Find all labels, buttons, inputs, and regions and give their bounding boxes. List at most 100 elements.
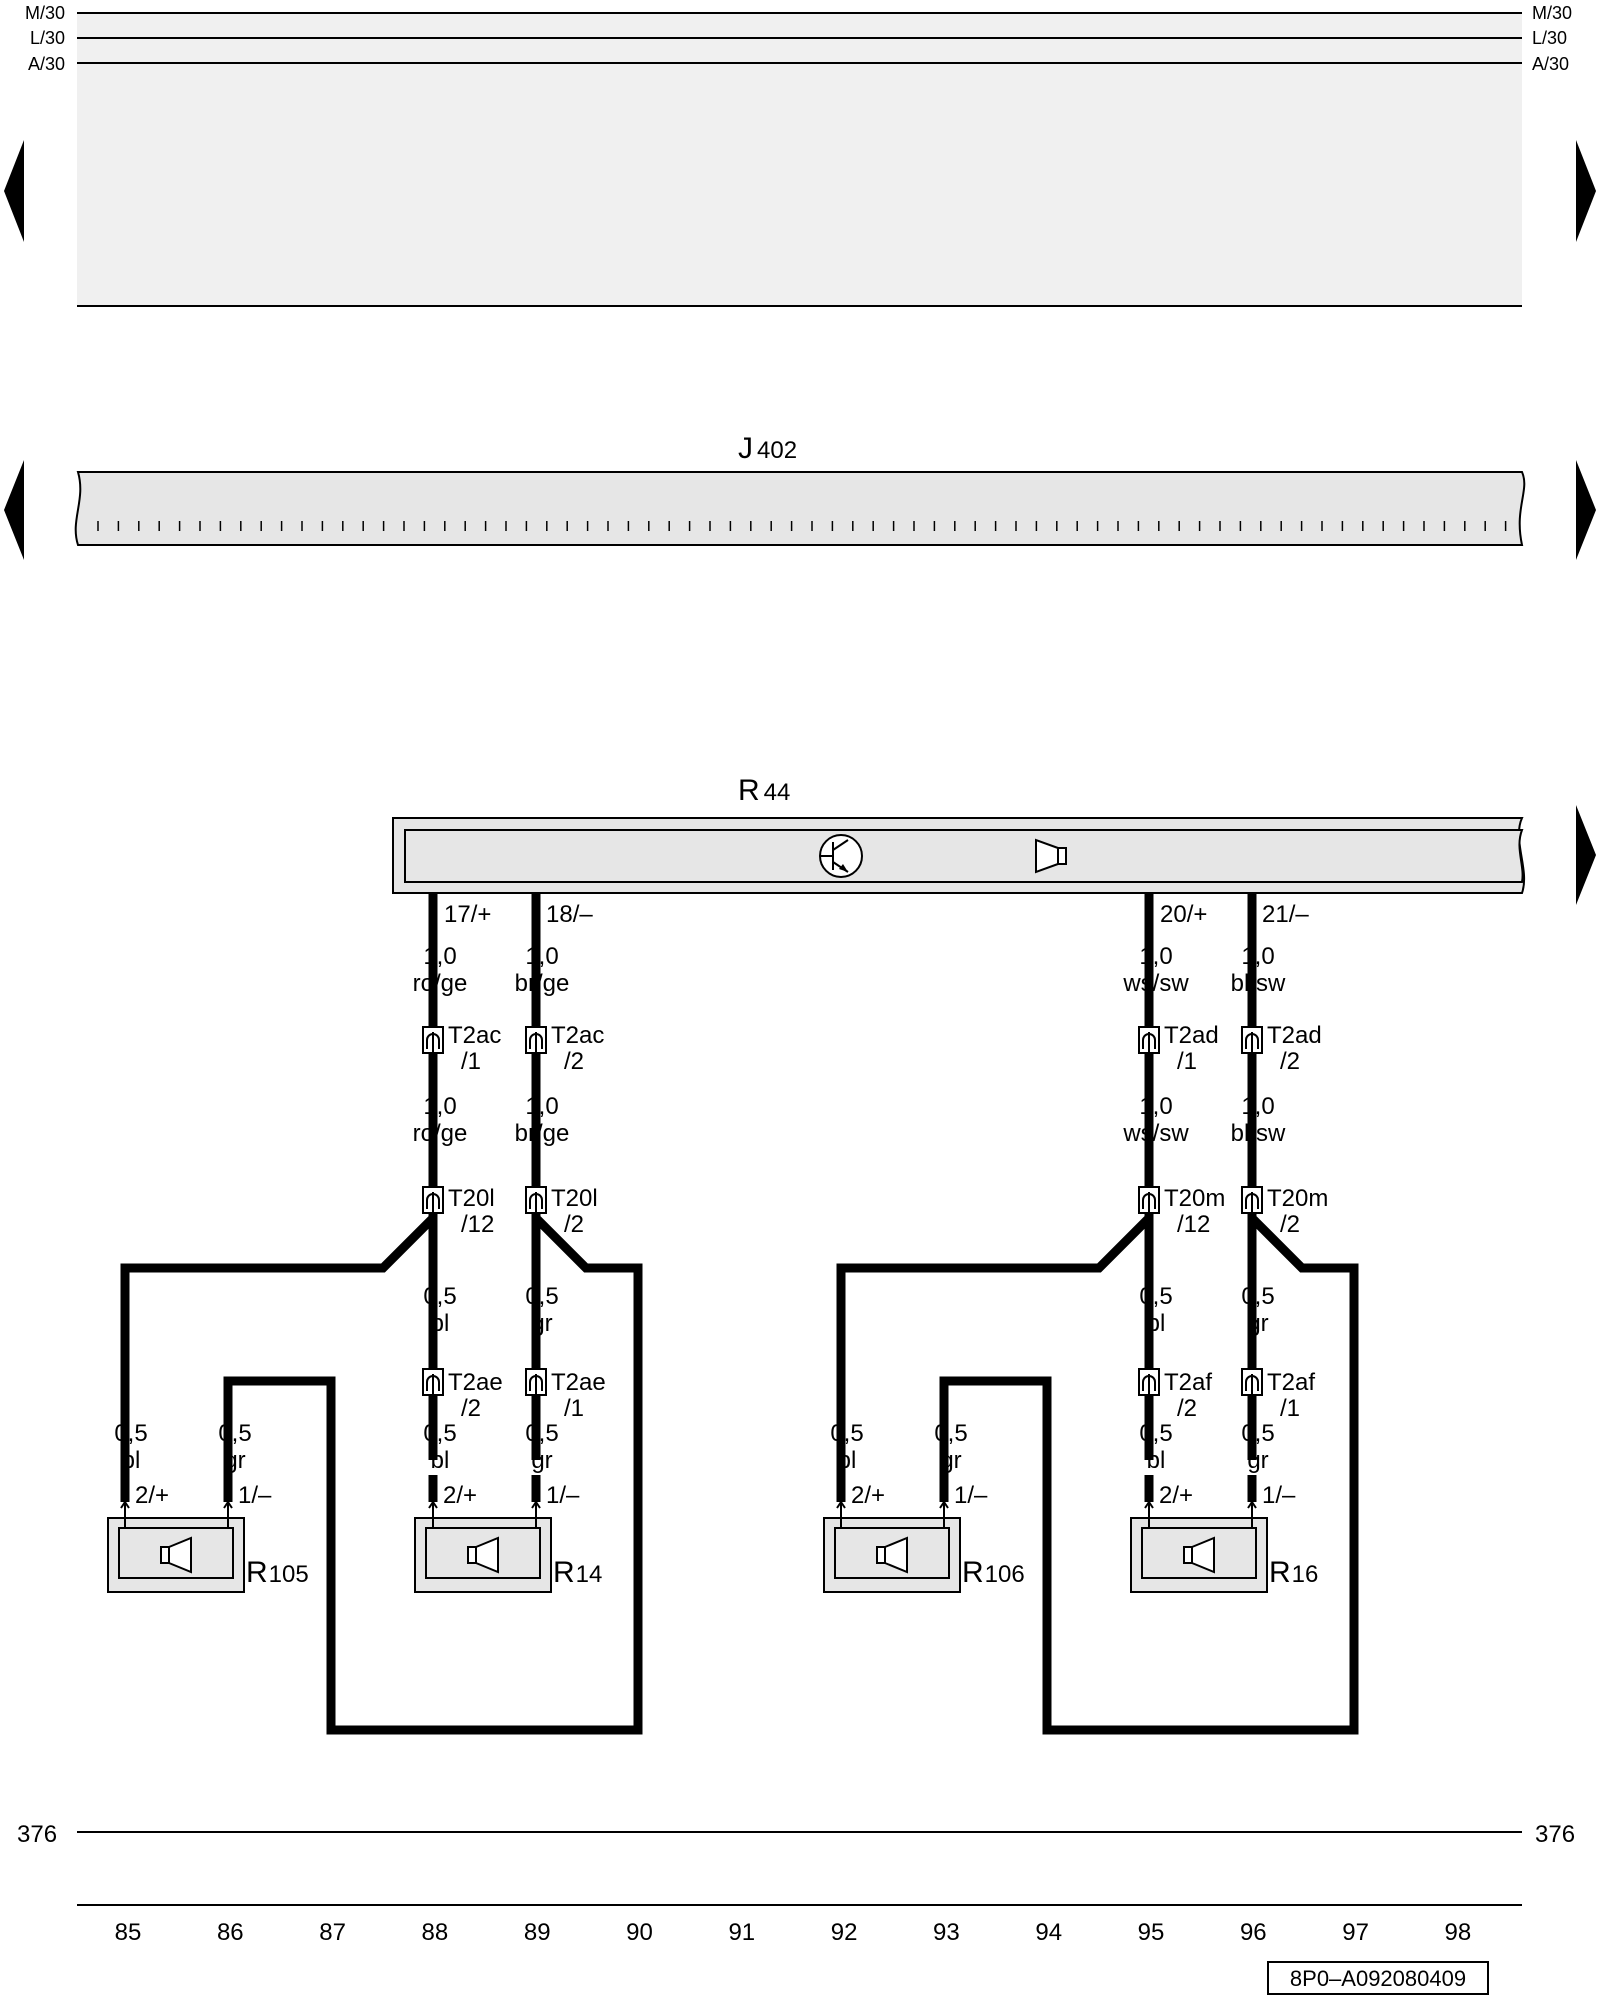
connector-label: T20m/12 [1164, 1185, 1225, 1238]
column-number: 86 [217, 1919, 244, 1946]
speaker-icon [160, 1546, 170, 1564]
pin-arrow-head [532, 903, 540, 911]
rail-area-background [77, 13, 1522, 306]
connector-label: T20l/12 [448, 1185, 495, 1238]
speaker-pin-pos: 2/+ [135, 1482, 169, 1509]
column-number: 93 [933, 1919, 960, 1946]
column-number: 95 [1138, 1919, 1165, 1946]
next-page-arrow-icon[interactable] [1576, 460, 1596, 560]
connector-icon [525, 1026, 547, 1054]
wire [120, 1214, 437, 1488]
speaker-label: R14 [553, 1556, 602, 1589]
connector-icon [1241, 1186, 1263, 1214]
column-number: 90 [626, 1919, 653, 1946]
rail-a30-label-right: A/30 [1532, 54, 1569, 74]
speaker-letter: R [553, 1556, 575, 1589]
j402-component-bar [74, 471, 1526, 546]
rail-m30-label-left: M/30 [25, 3, 65, 23]
speaker-number: 105 [269, 1561, 309, 1588]
speaker-icon [1183, 1546, 1193, 1564]
j402-tick-marks [97, 521, 1507, 531]
speaker-letter: R [1269, 1556, 1291, 1589]
column-number: 96 [1240, 1919, 1267, 1946]
speaker-cone-icon [475, 1536, 499, 1574]
doc-id-box [1267, 1961, 1489, 1995]
pin-arrow-head [1248, 903, 1256, 911]
connector-icon [422, 1186, 444, 1214]
speaker-cone-icon [168, 1536, 192, 1574]
connector-icon [1241, 1368, 1263, 1396]
speaker-label: R16 [1269, 1556, 1318, 1589]
rail-l30-label-left: L/30 [30, 28, 65, 48]
speaker-cone-icon [1191, 1536, 1215, 1574]
rail-l30-label-right: L/30 [1532, 28, 1567, 48]
connector-label: T2af/1 [1267, 1369, 1315, 1422]
connector-icon [1138, 1368, 1160, 1396]
wire [223, 1214, 643, 1735]
column-number: 85 [115, 1919, 142, 1946]
connector-icon [1138, 1186, 1160, 1214]
transistor-icon [819, 834, 863, 878]
connector-label: T2ad/1 [1164, 1022, 1219, 1075]
j402-number: 402 [757, 437, 797, 464]
speaker-number: 14 [576, 1561, 603, 1588]
connector-icon [422, 1368, 444, 1396]
connector-icon [1241, 1026, 1263, 1054]
r44-component-inner [404, 829, 1524, 883]
connector-icon [525, 1186, 547, 1214]
r44-pin-17: 17/+ [444, 901, 491, 928]
column-number: 89 [524, 1919, 551, 1946]
column-number: 92 [831, 1919, 858, 1946]
speaker-cone-icon [884, 1536, 908, 1574]
r44-number: 44 [764, 779, 791, 806]
speaker-label: R105 [246, 1556, 309, 1589]
speaker-pin-neg: 1/– [954, 1482, 988, 1509]
connector-label: T2ac/1 [448, 1022, 501, 1075]
ground-line-label-left: 376 [17, 1821, 57, 1848]
column-number: 91 [728, 1919, 755, 1946]
prev-page-arrow-icon[interactable] [4, 140, 24, 242]
next-page-arrow-icon[interactable] [1576, 805, 1596, 905]
speaker-icon [876, 1546, 886, 1564]
speaker-icon [467, 1546, 477, 1564]
connector-label: T20l/2 [551, 1185, 598, 1238]
ground-line-label-right: 376 [1535, 1821, 1575, 1848]
rail-m30-label-right: M/30 [1532, 3, 1572, 23]
speaker-pin-pos: 2/+ [851, 1482, 885, 1509]
r44-pin-18: 18/– [546, 901, 593, 928]
connector-icon [1138, 1026, 1160, 1054]
r44-pin-21: 21/– [1262, 901, 1309, 928]
connector-icon [422, 1026, 444, 1054]
wire [836, 1214, 1153, 1488]
speaker-pin-pos: 2/+ [443, 1482, 477, 1509]
next-page-arrow-icon[interactable] [1576, 140, 1596, 242]
speaker-pin-neg: 1/– [238, 1482, 272, 1509]
connector-label: T2ae/1 [551, 1369, 606, 1422]
column-number: 94 [1035, 1919, 1062, 1946]
prev-page-arrow-icon[interactable] [4, 460, 24, 560]
